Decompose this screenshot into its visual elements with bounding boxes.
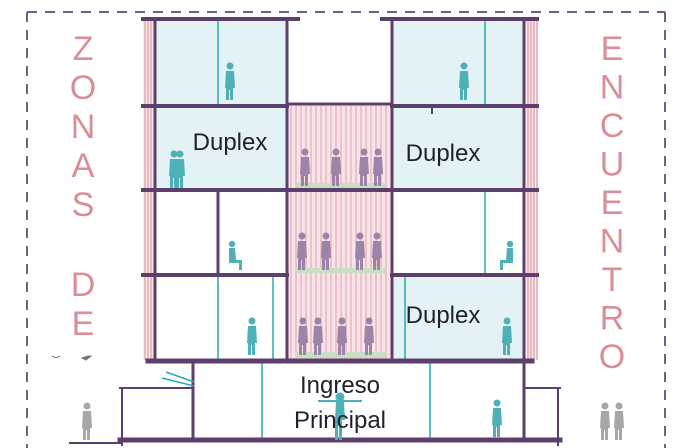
atrium-planters bbox=[295, 183, 385, 358]
person-icon bbox=[614, 402, 624, 440]
side-letter: R bbox=[600, 300, 625, 338]
side-letter: O bbox=[70, 69, 96, 107]
entrance-label-line1: Ingreso bbox=[300, 372, 380, 399]
birds-icon bbox=[51, 355, 93, 361]
duplex-label-upper-left: Duplex bbox=[193, 129, 268, 156]
side-letter: D bbox=[71, 266, 96, 304]
welcoming-person-icon bbox=[318, 392, 362, 440]
structure bbox=[69, 17, 563, 446]
duplex-label-upper-right: Duplex bbox=[406, 140, 481, 167]
person-icon bbox=[600, 402, 610, 440]
side-letter: E bbox=[72, 305, 95, 343]
side-letter: S bbox=[72, 186, 95, 224]
entrance-canopy bbox=[161, 371, 195, 387]
side-letter: N bbox=[600, 223, 625, 261]
side-letter: E bbox=[601, 30, 624, 68]
side-letter: C bbox=[600, 107, 625, 145]
person-icon bbox=[82, 402, 92, 440]
entrance-label-line2: Principal bbox=[294, 407, 386, 434]
side-letter: N bbox=[600, 69, 625, 107]
side-letter: U bbox=[600, 146, 625, 184]
duplex-label-lower-right: Duplex bbox=[406, 302, 481, 329]
side-letter: A bbox=[72, 147, 95, 185]
side-letter: N bbox=[71, 108, 96, 146]
person-icon bbox=[492, 399, 502, 437]
central-atrium bbox=[286, 103, 393, 361]
dashed-frame bbox=[26, 11, 666, 448]
side-letter: T bbox=[602, 261, 623, 299]
person-sitting-icon bbox=[500, 240, 514, 270]
side-letter: O bbox=[599, 338, 625, 376]
side-text-de: DE bbox=[71, 266, 96, 343]
side-letter: E bbox=[601, 184, 624, 222]
side-letter: Z bbox=[73, 30, 94, 68]
